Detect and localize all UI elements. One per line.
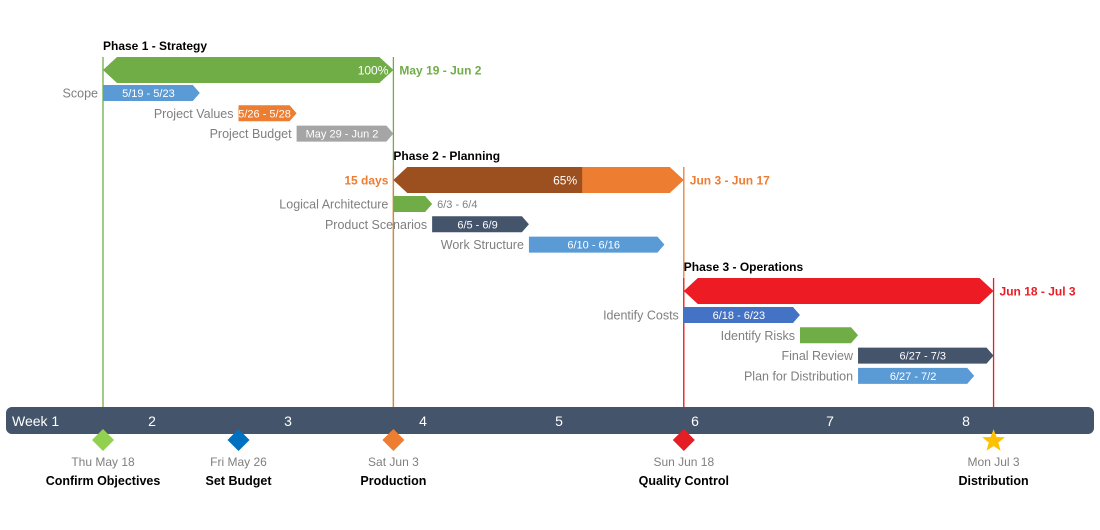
task-bar bbox=[683, 307, 800, 323]
timeline-band bbox=[6, 407, 1094, 434]
milestone-date: Sat Jun 3 bbox=[368, 455, 419, 469]
milestone-name: Distribution bbox=[958, 474, 1028, 488]
milestone-date: Mon Jul 3 bbox=[968, 455, 1020, 469]
week-label: 4 bbox=[419, 413, 427, 429]
phase-title: Phase 2 - Planning bbox=[393, 149, 500, 163]
task-date-label: 5/26 - 5/28 bbox=[238, 108, 291, 120]
task-bar bbox=[432, 216, 529, 233]
week-label: 8 bbox=[962, 413, 970, 429]
milestone-date: Sun Jun 18 bbox=[653, 455, 714, 469]
phase-progress bbox=[393, 167, 583, 193]
phase-range-label: May 19 - Jun 2 bbox=[399, 64, 481, 78]
phase-percent-label: 100% bbox=[358, 64, 389, 78]
phase-range-label: Jun 18 - Jul 3 bbox=[1000, 285, 1076, 299]
milestone-diamond-icon bbox=[672, 429, 695, 451]
task-bar bbox=[858, 347, 994, 364]
task-bar bbox=[528, 236, 665, 253]
milestone-name: Confirm Objectives bbox=[46, 474, 161, 488]
milestone-name: Production bbox=[360, 474, 426, 488]
task-date-label: 6/3 - 6/4 bbox=[437, 199, 477, 211]
task-date-label: 6/27 - 7/3 bbox=[900, 351, 946, 363]
week-label: 2 bbox=[148, 413, 156, 429]
task-label: Project Values bbox=[154, 107, 234, 121]
milestone-name: Set Budget bbox=[206, 474, 273, 488]
week-label: Week 1 bbox=[12, 413, 59, 429]
phase-duration-label: 15 days bbox=[344, 174, 388, 188]
task-label: Identify Risks bbox=[721, 329, 795, 343]
task-label: Work Structure bbox=[441, 238, 524, 252]
task-label: Logical Architecture bbox=[279, 198, 388, 212]
phase-bar bbox=[103, 57, 394, 83]
task-date-label: 5/19 - 5/23 bbox=[122, 88, 175, 100]
milestone-diamond-icon bbox=[92, 429, 114, 451]
week-label: 6 bbox=[691, 413, 699, 429]
phase-bar bbox=[683, 278, 994, 304]
phase-title: Phase 3 - Operations bbox=[684, 260, 804, 274]
task-date-label: 6/10 - 6/16 bbox=[567, 240, 620, 252]
task-bar bbox=[858, 367, 975, 384]
milestone-name: Quality Control bbox=[639, 474, 729, 488]
task-bar bbox=[393, 196, 433, 212]
task-label: Project Budget bbox=[210, 127, 293, 141]
phase-percent-label: 65% bbox=[553, 174, 577, 188]
phase-range-label: Jun 3 - Jun 17 bbox=[690, 174, 770, 188]
task-label: Scope bbox=[63, 87, 98, 101]
task-date-label: 6/5 - 6/9 bbox=[457, 219, 497, 231]
task-label: Final Review bbox=[781, 349, 854, 363]
week-label: 5 bbox=[555, 413, 563, 429]
milestone-date: Fri May 26 bbox=[210, 455, 267, 469]
task-bar bbox=[296, 125, 394, 142]
milestone-diamond-icon bbox=[227, 429, 250, 451]
milestone-star-icon bbox=[982, 429, 1005, 451]
week-label: 7 bbox=[826, 413, 834, 429]
task-bar bbox=[238, 105, 297, 122]
phase-title: Phase 1 - Strategy bbox=[103, 39, 207, 53]
task-date-label: May 29 - Jun 2 bbox=[306, 129, 379, 141]
milestone-diamond-icon bbox=[382, 429, 405, 451]
task-date-label: 6/18 - 6/23 bbox=[713, 310, 766, 322]
week-label: 3 bbox=[284, 413, 292, 429]
milestone-date: Thu May 18 bbox=[71, 455, 135, 469]
task-bar bbox=[103, 85, 200, 101]
task-date-label: 6/27 - 7/2 bbox=[890, 371, 936, 383]
task-bar bbox=[799, 327, 859, 344]
task-label: Plan for Distribution bbox=[744, 369, 853, 383]
task-label: Identify Costs bbox=[603, 309, 679, 323]
task-label: Product Scenarios bbox=[325, 218, 427, 232]
